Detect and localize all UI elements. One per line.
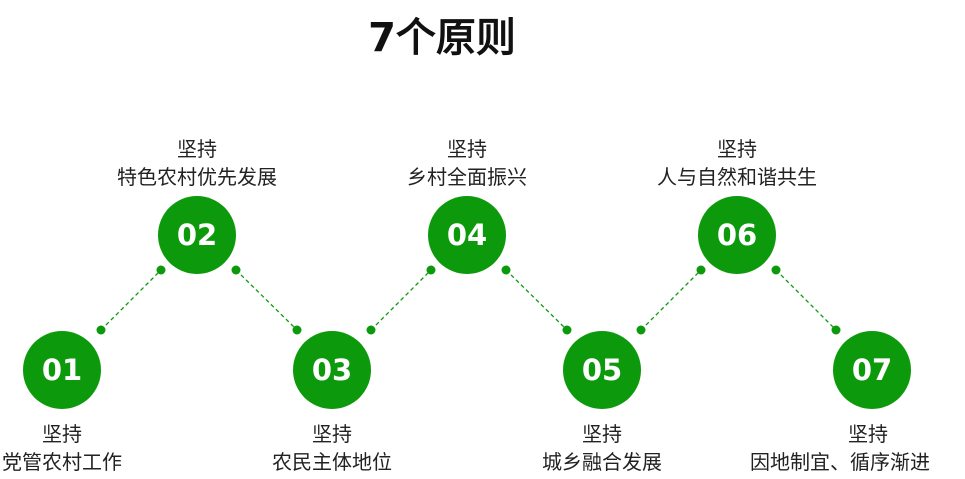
- principle-label-07: 坚持 因地制宜、循序渐进: [715, 420, 965, 476]
- connector-dot: [96, 325, 106, 335]
- connector-dot: [366, 325, 376, 335]
- node-03: 03: [293, 331, 371, 409]
- principle-label-01: 坚持 党管农村工作: [0, 420, 182, 476]
- connector-04-05: [505, 269, 568, 331]
- node-04: 04: [428, 196, 506, 274]
- label-prefix: 坚持: [42, 422, 82, 446]
- principle-label-03: 坚持 农民主体地位: [212, 420, 452, 476]
- label-text: 党管农村工作: [2, 450, 122, 474]
- connector-dot: [696, 265, 706, 275]
- principle-label-05: 坚持 城乡融合发展: [482, 420, 722, 476]
- node-05: 05: [563, 331, 641, 409]
- node-06: 06: [698, 196, 776, 274]
- label-prefix: 坚持: [582, 422, 622, 446]
- connector-03-04: [370, 269, 432, 331]
- node-02: 02: [158, 196, 236, 274]
- label-text: 乡村全面振兴: [407, 165, 527, 189]
- node-01: 01: [23, 331, 101, 409]
- label-prefix: 坚持: [312, 422, 352, 446]
- node-07: 07: [833, 331, 911, 409]
- label-prefix: 坚持: [717, 137, 757, 161]
- label-text: 因地制宜、循序渐进: [750, 450, 930, 474]
- connector-dot: [231, 265, 241, 275]
- connector-dot: [292, 325, 302, 335]
- connector-dot: [426, 265, 436, 275]
- label-text: 农民主体地位: [272, 450, 392, 474]
- page-title: 7个原则: [368, 15, 516, 61]
- principle-label-04: 坚持 乡村全面振兴: [347, 135, 587, 191]
- connector-dot: [156, 265, 166, 275]
- label-text: 城乡融合发展: [542, 450, 662, 474]
- connector-01-02: [100, 269, 162, 331]
- label-prefix: 坚持: [447, 137, 487, 161]
- connector-02-03: [235, 269, 298, 331]
- label-prefix: 坚持: [177, 137, 217, 161]
- principle-label-06: 坚持 人与自然和谐共生: [617, 135, 857, 191]
- connector-dot: [562, 325, 572, 335]
- label-text: 特色农村优先发展: [117, 165, 277, 189]
- connector-dot: [771, 265, 781, 275]
- connector-06-07: [775, 269, 837, 331]
- label-text: 人与自然和谐共生: [657, 165, 817, 189]
- connector-dot: [636, 325, 646, 335]
- connector-dot: [831, 325, 841, 335]
- connector-dot: [501, 265, 511, 275]
- principle-label-02: 坚持 特色农村优先发展: [77, 135, 317, 191]
- label-prefix: 坚持: [848, 422, 888, 446]
- connector-05-06: [640, 269, 702, 331]
